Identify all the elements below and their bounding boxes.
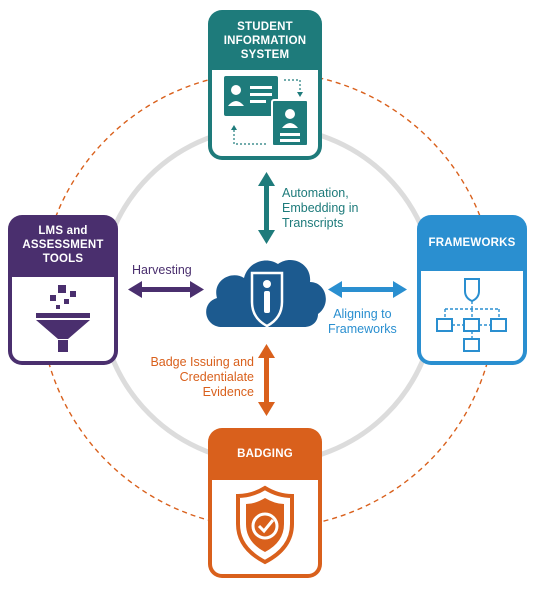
sis-card-title: STUDENT INFORMATION SYSTEM (223, 21, 307, 61)
badging-card-title: BADGING (237, 448, 293, 460)
funnel-icon (36, 285, 90, 352)
frameworks-card: FRAMEWORKS (417, 215, 527, 365)
frameworks-card-title: FRAMEWORKS (428, 237, 516, 249)
lms-card: LMS and ASSESSMENT TOOLS (8, 215, 118, 365)
badge-shield-icon (236, 485, 294, 565)
frameworks-flow-label: Aligning to Frameworks (328, 307, 397, 336)
lms-double-arrow (128, 281, 204, 298)
badging-card-body (212, 480, 318, 574)
sis-card-body (212, 70, 318, 156)
sis-card: STUDENT INFORMATION SYSTEM (208, 10, 322, 160)
frameworks-double-arrow (328, 281, 407, 298)
sis-double-arrow (258, 172, 275, 244)
sis-flow-label: Automation, Embedding in Transcripts (282, 186, 359, 230)
frameworks-card-body (421, 271, 523, 361)
lms-flow-label: Harvesting (132, 263, 192, 277)
badging-card: BADGING (208, 428, 322, 578)
framework-tree-icon (436, 278, 507, 352)
lms-card-body (12, 277, 114, 361)
student-records-icon (224, 76, 309, 147)
badging-flow-label: Badge Issuing and Credentialate Evidence (150, 355, 254, 399)
badging-double-arrow (258, 344, 275, 416)
lms-card-title: LMS and ASSESSMENT TOOLS (22, 225, 104, 265)
cloud-logo-icon (206, 260, 326, 328)
